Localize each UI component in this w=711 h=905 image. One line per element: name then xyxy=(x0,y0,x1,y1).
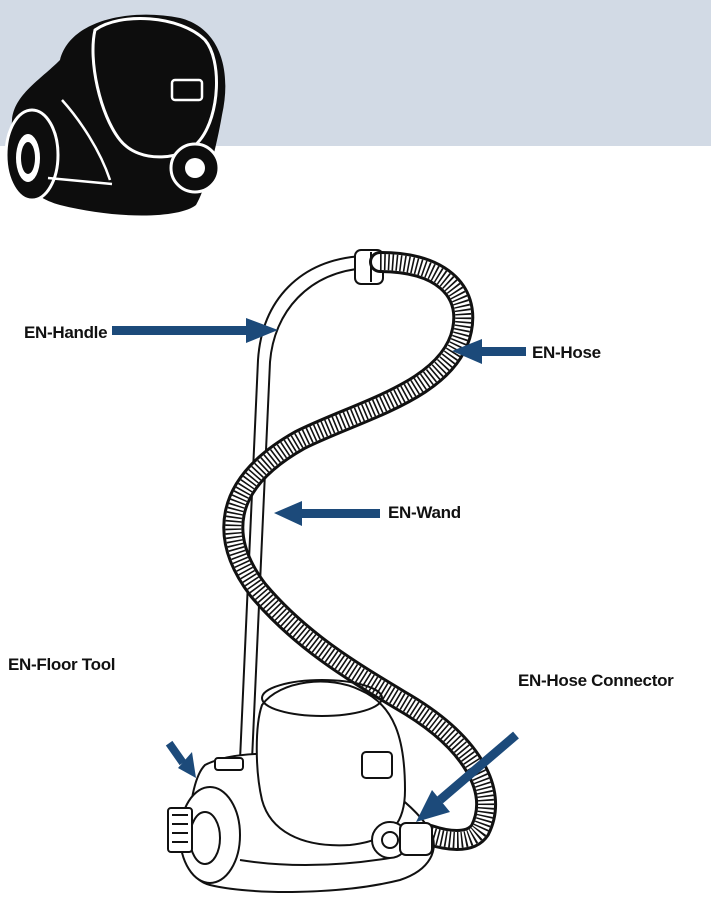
canister-vacuum-icon xyxy=(4,14,226,216)
arrow-hose xyxy=(452,339,526,364)
arrow-hose-connector xyxy=(416,731,519,822)
label-hose-connector: EN-Hose Connector xyxy=(518,671,674,690)
label-wand: EN-Wand xyxy=(388,503,461,522)
label-handle: EN-Handle xyxy=(24,323,108,342)
corrugated-hose xyxy=(222,251,498,851)
label-floor-tool: EN-Floor Tool xyxy=(8,655,116,674)
arrow-floor-tool xyxy=(165,740,196,778)
label-hose: EN-Hose xyxy=(532,343,601,362)
vacuum-body xyxy=(167,679,435,893)
arrow-wand xyxy=(274,501,380,526)
arrow-handle xyxy=(112,318,278,343)
